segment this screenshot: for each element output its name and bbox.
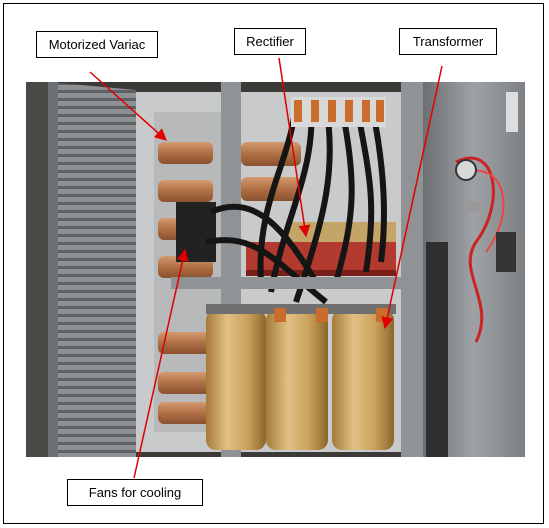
label-fans-for-cooling: Fans for cooling: [67, 479, 203, 506]
right-door: [423, 82, 525, 457]
cabinet-illustration: [26, 82, 525, 457]
label-rectifier: Rectifier: [234, 28, 306, 55]
label-transformer: Transformer: [399, 28, 497, 55]
label-motorized-variac: Motorized Variac: [36, 31, 158, 58]
right-post: [401, 82, 423, 457]
left-door-louvers: [48, 82, 136, 457]
terminal-block: [291, 97, 386, 127]
transformer-coils: [206, 304, 396, 450]
equipment-cabinet-photo: [26, 82, 525, 457]
